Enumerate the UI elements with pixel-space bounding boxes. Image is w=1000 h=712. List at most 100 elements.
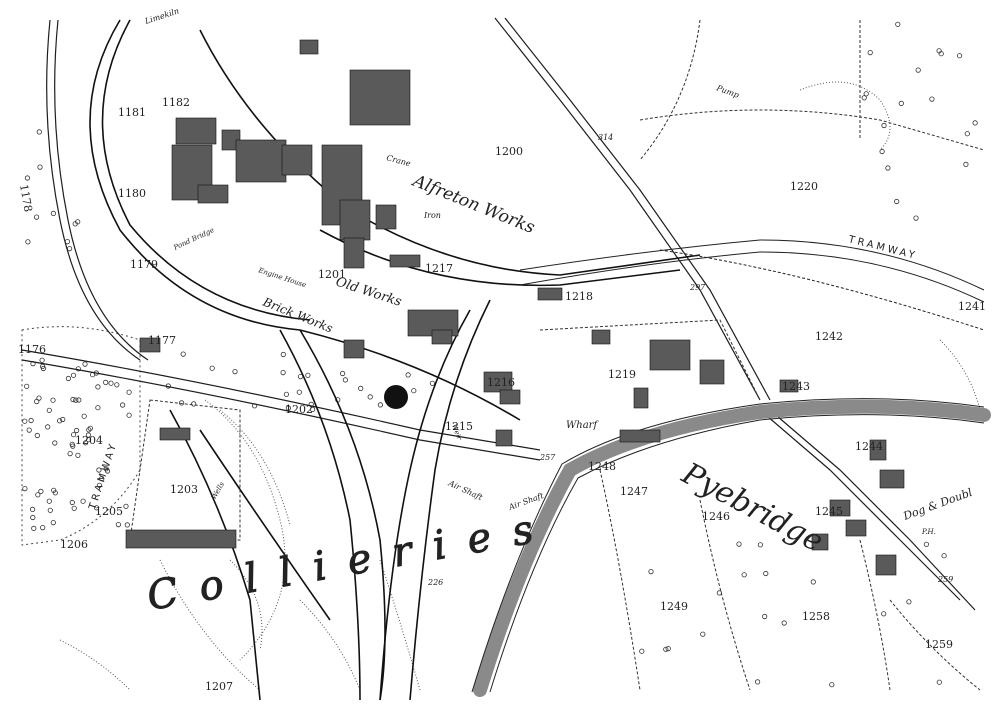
- tree-icon: [358, 385, 364, 391]
- tree-icon: [99, 475, 105, 482]
- tree-icon: [46, 407, 52, 413]
- plot-number-1205: 1205: [95, 505, 123, 518]
- spot-height-257: 257: [539, 453, 556, 462]
- building: [829, 499, 851, 517]
- plot-number-1247: 1247: [620, 485, 648, 498]
- building: [339, 199, 371, 241]
- tree-icon: [87, 425, 93, 431]
- building: [633, 387, 649, 409]
- building: [495, 429, 513, 447]
- tree-icon: [56, 418, 63, 424]
- plot-number-1243: 1243: [782, 380, 810, 393]
- plot-number-1204: 1204: [75, 434, 103, 447]
- canal-banks: [471, 398, 985, 693]
- tree-icon: [120, 402, 126, 408]
- tree-icon: [741, 572, 747, 578]
- plot-number-1218: 1218: [565, 290, 593, 303]
- plot-number-1176: 1176: [18, 343, 46, 356]
- tree-icon: [86, 427, 92, 433]
- plot-number-1248: 1248: [588, 460, 616, 473]
- plot-number-1207: 1207: [205, 680, 233, 693]
- plot-number-1179: 1179: [130, 258, 158, 271]
- tramway-east: [519, 239, 985, 331]
- plot-numbers: 1200122012421243124412451246124712481249…: [17, 96, 986, 693]
- tree-icon: [24, 383, 30, 389]
- tree-icon: [65, 375, 72, 382]
- tree-icon: [108, 380, 114, 386]
- tree-icon: [40, 524, 46, 531]
- plot-number-1217: 1217: [425, 262, 453, 275]
- tree-icon: [342, 377, 348, 383]
- tree-icon: [810, 579, 816, 585]
- roads: [21, 17, 976, 611]
- tree-icon: [82, 361, 88, 367]
- tree-icon: [69, 499, 75, 506]
- plot-number-1201: 1201: [318, 268, 346, 281]
- building: [811, 533, 829, 551]
- tree-icon: [95, 405, 101, 411]
- building: [537, 287, 563, 301]
- building: [649, 339, 691, 371]
- tree-icon: [754, 679, 761, 685]
- tree-icon: [923, 541, 930, 547]
- tree-icon: [296, 389, 302, 395]
- tree-icon: [429, 380, 435, 386]
- plot-number-1180: 1180: [118, 187, 146, 200]
- tree-icon: [39, 357, 45, 363]
- tree-icon: [114, 382, 120, 388]
- plot-number-1206: 1206: [60, 538, 88, 551]
- tree-icon: [35, 492, 41, 498]
- tree-icon: [938, 51, 944, 57]
- building: [197, 184, 229, 204]
- tree-icon: [191, 401, 197, 407]
- plot-number-1177: 1177: [148, 334, 176, 347]
- tree-icon: [863, 91, 869, 97]
- spot-height-297: 297: [689, 283, 706, 292]
- tree-icon: [115, 521, 122, 528]
- tree-icon: [96, 467, 102, 473]
- tree-icon: [95, 384, 101, 390]
- plot-number-1178: 1178: [17, 183, 35, 213]
- tree-icon: [50, 397, 56, 403]
- tree-icon: [36, 129, 42, 135]
- tree-icon: [941, 553, 947, 559]
- tree-icon: [895, 21, 901, 27]
- label-iron: Iron: [423, 211, 441, 220]
- label-ph: P.H.: [921, 528, 936, 536]
- tree-icon: [663, 646, 669, 652]
- building: [875, 554, 897, 576]
- tree-icon: [22, 418, 28, 424]
- tree-icon: [70, 372, 77, 378]
- tree-icon: [29, 506, 36, 512]
- spoil-heap-hachures: [59, 81, 981, 691]
- tree-icon: [103, 379, 109, 385]
- tree-icon: [757, 542, 764, 548]
- tree-icon: [71, 432, 77, 438]
- plot-number-1182: 1182: [162, 96, 190, 109]
- tree-icon: [24, 175, 30, 181]
- tree-icon: [781, 620, 787, 626]
- tree-icon: [74, 427, 80, 434]
- building: [591, 329, 611, 345]
- building: [389, 254, 421, 268]
- tree-icon: [103, 466, 109, 472]
- tree-icon: [34, 432, 40, 439]
- tree-icon: [75, 219, 81, 225]
- tree-icon: [308, 401, 314, 407]
- tree-icon: [861, 95, 867, 101]
- tree-icon: [80, 498, 86, 504]
- tree-icon: [123, 503, 129, 509]
- tree-icon: [86, 437, 92, 443]
- tree-icon: [913, 215, 919, 221]
- tree-icon: [33, 214, 40, 220]
- tree-icon: [879, 148, 885, 155]
- tree-icon: [209, 365, 215, 371]
- building: [375, 204, 397, 230]
- buildings: [125, 39, 905, 576]
- woodland-west: [21, 326, 141, 546]
- building: [483, 371, 513, 393]
- tree-icon: [881, 611, 887, 617]
- tree-icon: [894, 198, 900, 205]
